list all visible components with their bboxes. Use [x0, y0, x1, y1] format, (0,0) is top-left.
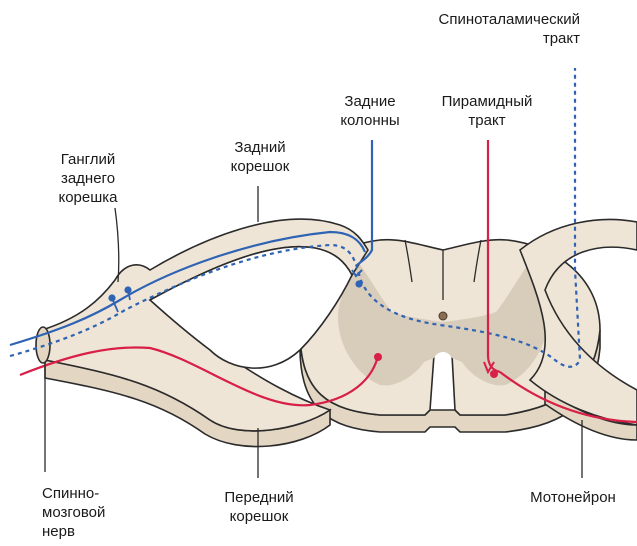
label-motor-neuron: Мотонейрон — [512, 488, 634, 507]
label-spinothalamic: Спиноталамический тракт — [388, 10, 580, 48]
label-anterior-root: Передний корешок — [200, 488, 318, 526]
motor-neuron-left — [374, 353, 382, 361]
label-posterior-root: Задний корешок — [205, 138, 315, 176]
dorsal-horn-neuron — [355, 280, 362, 287]
label-ganglion: Ганглий заднего корешка — [38, 150, 138, 207]
motor-neuron-right — [490, 370, 498, 378]
label-spinal-nerve: Спинно- мозговой нерв — [42, 484, 152, 541]
central-canal — [439, 312, 447, 320]
label-posterior-columns: Задние колонны — [320, 92, 420, 130]
leader-ganglion — [115, 208, 119, 282]
label-pyramidal: Пирамидный тракт — [422, 92, 552, 130]
